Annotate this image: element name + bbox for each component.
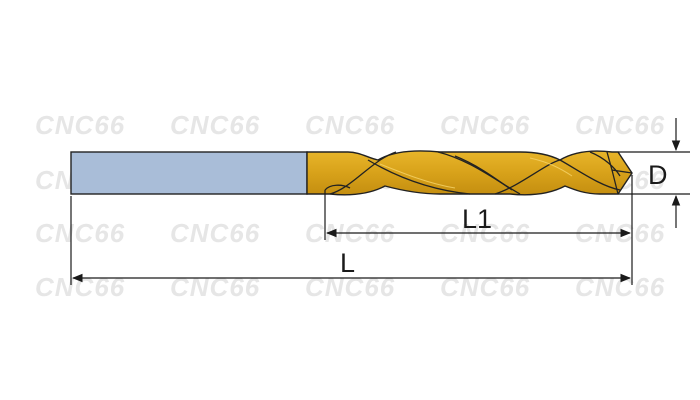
watermark-text: CNC66 (440, 110, 531, 140)
drill-shank (70, 151, 308, 195)
drill-flute-body (306, 150, 633, 196)
watermark-text: CNC66 (35, 218, 126, 248)
diameter-label: D (648, 160, 668, 190)
watermark-text: CNC66 (575, 110, 666, 140)
flute-highlights (379, 157, 573, 189)
watermark-text: CNC66 (35, 110, 126, 140)
flute-length-label: L1 (462, 204, 492, 234)
extension-lines (70, 151, 690, 285)
watermark-text: CNC66 (170, 218, 261, 248)
overall-length-label: L (340, 248, 355, 278)
watermark-text: CNC66 (170, 110, 261, 140)
flute-helix-lines (324, 151, 633, 195)
watermark-text: CNC66 (305, 110, 396, 140)
